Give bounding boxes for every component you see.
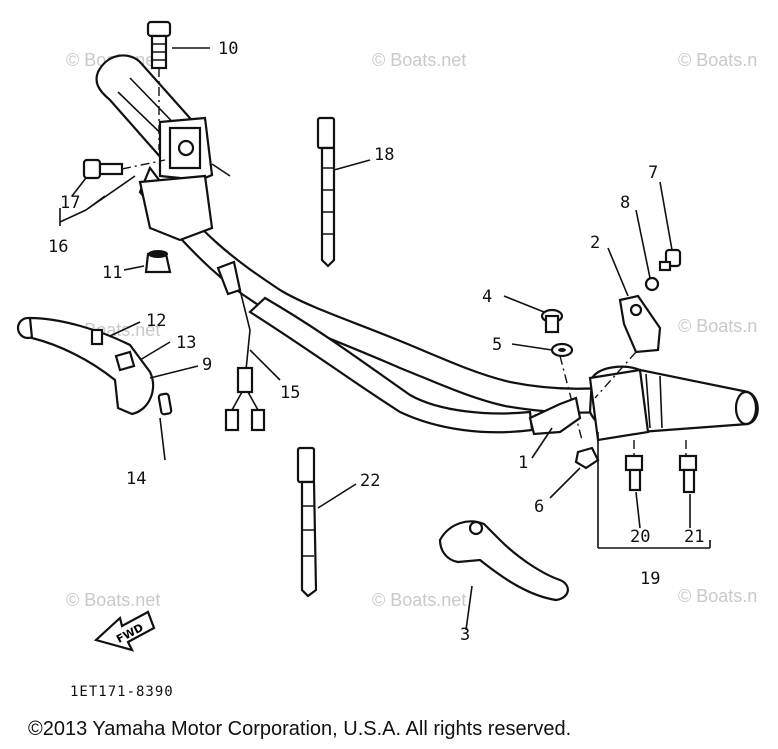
callout-9: 9 <box>202 355 212 375</box>
part-20-screw <box>624 454 644 492</box>
watermark: © Boats.n <box>678 586 757 606</box>
part-18-cable-tie <box>316 116 336 268</box>
watermarks: © Boats.net © Boats.net © Boats.n © Boat… <box>66 50 757 610</box>
callout-19: 19 <box>640 569 660 589</box>
part-12-bolt <box>90 328 104 346</box>
callout-labels: 10 17 16 11 12 13 9 14 15 18 22 4 5 2 8 … <box>48 39 704 645</box>
watermark: © Boats.net <box>372 50 466 70</box>
fwd-arrow-icon: FWD <box>93 610 156 652</box>
part-1-lever-holder <box>528 396 582 436</box>
part-17-screw <box>82 158 166 180</box>
callout-21: 21 <box>684 527 704 547</box>
callout-12: 12 <box>146 311 166 331</box>
guide-line <box>594 351 637 399</box>
callout-16: 16 <box>48 237 68 257</box>
diagram-code: 1ET171-8390 <box>70 684 174 700</box>
callout-6: 6 <box>534 497 544 517</box>
leader-lines <box>59 47 711 631</box>
throttle-housing <box>588 368 650 442</box>
callout-17: 17 <box>60 193 80 213</box>
callout-4: 4 <box>482 287 492 307</box>
part-7-screw <box>658 248 682 272</box>
callout-22: 22 <box>360 471 380 491</box>
guide-line <box>559 355 583 441</box>
part-8-washer <box>644 276 660 292</box>
callout-14: 14 <box>126 469 146 489</box>
part-6-nut <box>574 446 600 470</box>
callout-8: 8 <box>620 193 630 213</box>
left-switch-housing <box>138 116 214 242</box>
callout-5: 5 <box>492 335 502 355</box>
watermark: © Boats.net <box>372 590 466 610</box>
part-13-collar <box>114 350 136 372</box>
part-21-screw <box>678 454 698 494</box>
part-5-washer <box>550 342 574 358</box>
callout-1: 1 <box>518 453 528 473</box>
part-11-nut <box>144 250 172 274</box>
part-3-brake-lever <box>438 520 569 602</box>
part-2-holder <box>618 294 662 354</box>
watermark: © Boats.net <box>66 590 160 610</box>
callout-11: 11 <box>102 263 122 283</box>
part-15-switch <box>216 260 266 432</box>
callout-2: 2 <box>590 233 600 253</box>
callout-3: 3 <box>460 625 470 645</box>
part-10-screw <box>146 20 172 150</box>
callout-13: 13 <box>176 333 196 353</box>
callout-18: 18 <box>374 145 394 165</box>
watermark: © Boats.n <box>678 316 757 336</box>
part-9-clutch-lever <box>16 316 155 416</box>
callout-7: 7 <box>648 163 658 183</box>
parts-diagram: © Boats.net © Boats.net © Boats.n © Boat… <box>16 20 759 700</box>
part-14-pin <box>157 392 173 416</box>
callout-15: 15 <box>280 383 300 403</box>
callout-20: 20 <box>630 527 650 547</box>
callout-10: 10 <box>218 39 238 59</box>
part-22-cable-tie <box>296 446 318 598</box>
watermark: © Boats.n <box>678 50 757 70</box>
part-4-bolt <box>540 308 564 334</box>
copyright-notice: ©2013 Yamaha Motor Corporation, U.S.A. A… <box>28 718 572 740</box>
